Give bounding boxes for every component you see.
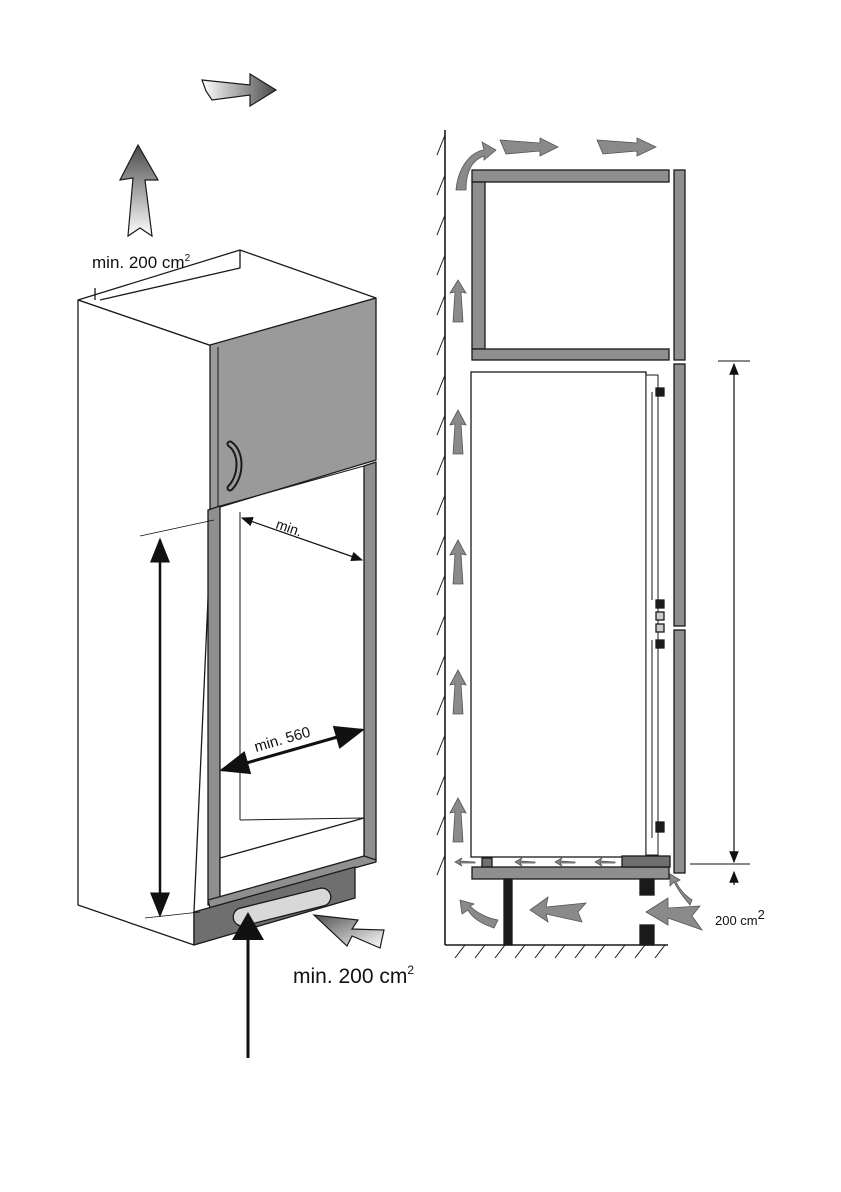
plinth-leg-front — [640, 879, 654, 895]
wall-hatching — [437, 135, 445, 875]
upper-box-door — [674, 170, 685, 360]
appliance-body — [471, 372, 646, 857]
cabinet-side-face — [78, 300, 212, 945]
top-vent-label: min. 200 cm2 — [92, 253, 191, 272]
base-shelf — [472, 867, 669, 879]
side-vent-label: 200 cm2 — [715, 907, 765, 928]
airflow-arrow-intake-vertical — [232, 912, 264, 1058]
airflow-arrow-intake-diagonal — [314, 915, 384, 948]
appliance-height-dimension — [690, 361, 750, 885]
upper-box-back — [472, 182, 485, 349]
depth-label: min. — [274, 516, 304, 540]
furniture-door-lower — [674, 630, 685, 873]
floor-hatching — [455, 945, 665, 958]
niche-right-post — [364, 462, 376, 864]
side-section-view — [437, 130, 685, 958]
niche-left-post — [208, 506, 220, 905]
bottom-vent-label: min. 200 cm2 — [293, 963, 414, 988]
airflow-arrow-up-left — [120, 145, 158, 236]
airflow-arrow-right-top — [202, 74, 276, 106]
plinth-leg-rear — [504, 879, 512, 945]
width-label: min. 560 — [252, 724, 312, 756]
cabinet-3d-view — [78, 250, 376, 945]
furniture-door-upper — [674, 364, 685, 626]
upper-box-top — [472, 170, 669, 182]
upper-box-bottom — [472, 349, 669, 360]
